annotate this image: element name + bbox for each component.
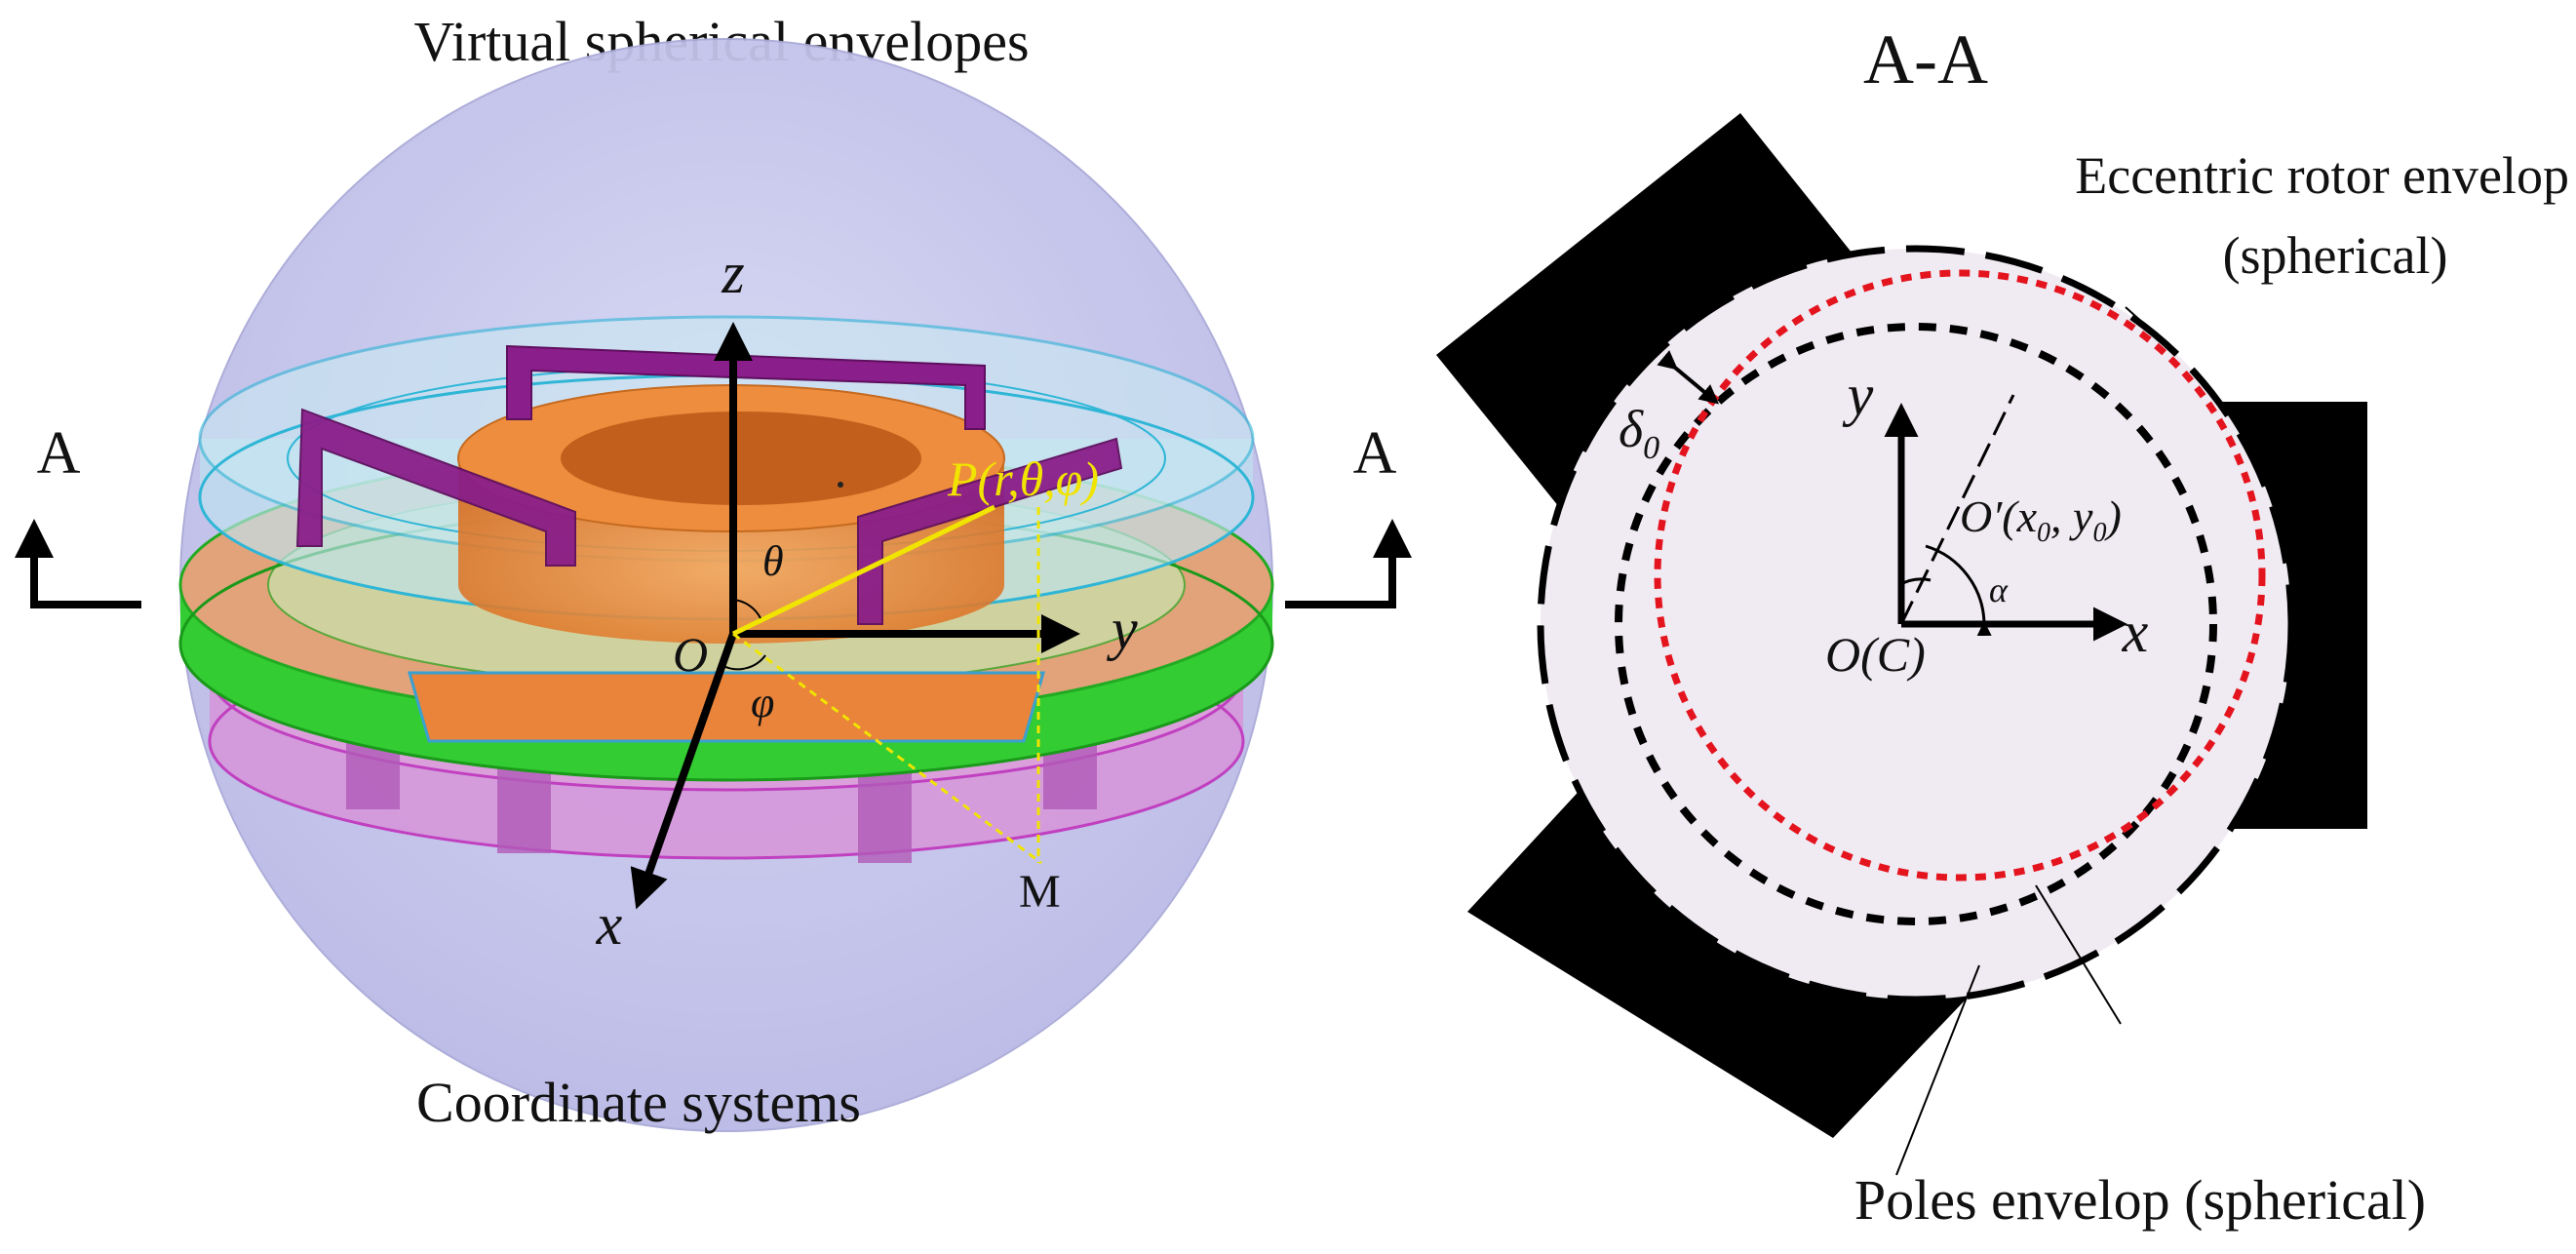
inner-leader: [2035, 884, 2122, 1025]
ec-sub-1: 0: [2037, 518, 2050, 548]
theta-arc: [732, 599, 761, 619]
section-letter-left: A: [37, 420, 81, 487]
origin-label: O: [673, 627, 708, 682]
z-axis-label: z: [721, 241, 744, 305]
point-m-label: M: [1019, 866, 1061, 918]
right-panel: A-A δ0 y x O(C) α O′(x0, y0) Ecc: [1436, 20, 2569, 1232]
y-axis-label: y: [1106, 597, 1138, 661]
rotor-leader: [2125, 306, 2175, 352]
section-origin-label: O(C): [1825, 627, 1926, 682]
orange-lower-band: [408, 671, 1045, 743]
delta-subscript: 0: [1643, 430, 1659, 466]
eccentric-rotor-circle: [1654, 269, 2266, 882]
theta-label: θ: [762, 537, 784, 585]
section-marker-right: A: [1285, 420, 1412, 608]
stator-coils: [295, 344, 1123, 625]
rotor-envelope-sublabel: (spherical): [2223, 226, 2448, 285]
delta-label: δ0: [1619, 400, 1659, 466]
rotor-envelope-label: Eccentric rotor envelop: [2075, 146, 2569, 205]
lower-coil-feet: [346, 722, 1097, 863]
alpha-arc: [1925, 544, 1992, 637]
om-line: [732, 632, 1042, 865]
ec-part-1: O′(x: [1960, 491, 2038, 541]
ec-part-3: ): [2103, 491, 2121, 541]
left-caption: Coordinate systems: [416, 1071, 861, 1134]
left-panel: Virtual spherical envelopes: [14, 10, 1412, 1134]
small-angle-arc: [1898, 577, 1932, 587]
poles-envelope-label: Poles envelop (spherical): [1854, 1168, 2426, 1232]
section-x-label: x: [2122, 600, 2149, 664]
poles-leader: [1895, 964, 1980, 1176]
alpha-label: α: [1989, 570, 2009, 609]
phi-arc: [721, 654, 766, 671]
x-axis: [630, 632, 737, 910]
eccentric-center-label: O′(x0, y0): [1960, 491, 2122, 548]
ec-part-2: , y: [2050, 491, 2093, 541]
coordinate-axes: [630, 322, 1080, 910]
ec-sub-2: 0: [2092, 518, 2106, 548]
point-p-label: P(r,θ,φ): [947, 451, 1099, 506]
delta-symbol: δ: [1619, 400, 1644, 458]
section-marker-left: A: [14, 420, 141, 608]
section-y-label: y: [1842, 363, 1874, 427]
section-title: A-A: [1863, 20, 1988, 98]
phi-label: φ: [751, 679, 774, 726]
eccentric-dash-line: [1899, 394, 2015, 625]
op-line: [731, 504, 996, 637]
x-axis-label: x: [596, 892, 623, 957]
poles-envelope-circle: [1537, 245, 2295, 1003]
section-letter-right: A: [1353, 420, 1397, 487]
pole-inner-circle: [1615, 323, 2217, 925]
delta-gap-arrow: [1657, 350, 1720, 405]
